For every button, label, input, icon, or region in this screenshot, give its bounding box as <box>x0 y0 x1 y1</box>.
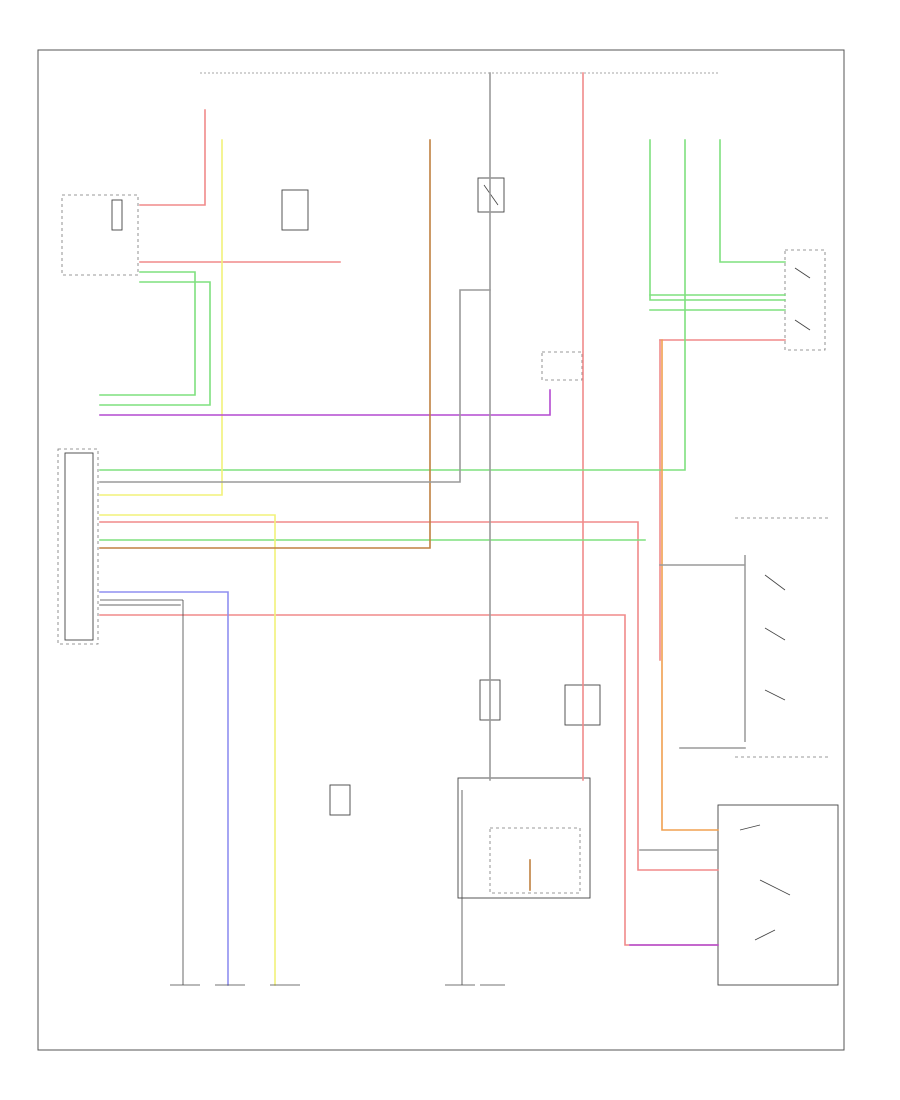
cruise-control-actuator <box>717 804 839 986</box>
wire-yellow-16 <box>99 514 276 986</box>
cruise-control-ecu <box>57 448 99 645</box>
wire-orange-20 <box>661 339 719 831</box>
wire-yellow-15 <box>99 139 223 496</box>
wire-red-0 <box>139 109 206 206</box>
wire-green-10 <box>649 139 786 301</box>
wire-blue-17 <box>99 591 229 986</box>
wire-layer <box>99 72 786 986</box>
clutch-switch <box>477 177 505 213</box>
wire-green-13 <box>719 139 786 263</box>
wire-green-7 <box>99 271 196 396</box>
wire-purple-18 <box>99 389 551 416</box>
wire-red-3 <box>99 521 719 871</box>
combination-switch <box>735 517 830 758</box>
wire-green-8 <box>99 281 211 406</box>
diagram-frame <box>37 49 845 1051</box>
combination-meter <box>61 194 139 276</box>
park-neutral-switch <box>479 351 601 726</box>
wire-red-4 <box>99 614 719 946</box>
wire-gray-24 <box>99 289 491 483</box>
stop-light-switch <box>784 249 826 351</box>
wire-green-9 <box>99 139 686 471</box>
wire-brown-21 <box>99 139 431 549</box>
engine-control-module <box>457 777 591 899</box>
cruise-indicator <box>281 189 351 816</box>
